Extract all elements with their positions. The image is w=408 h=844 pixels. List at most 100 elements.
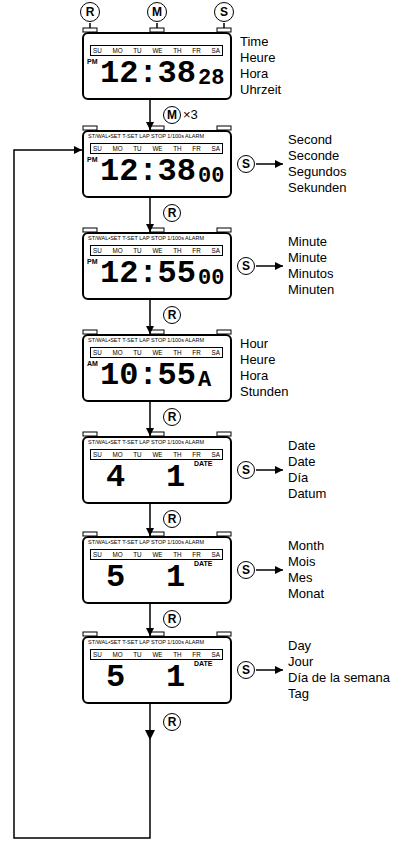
button-letter: R	[168, 613, 177, 625]
set-arrow	[256, 669, 283, 671]
button-letter: R	[168, 716, 177, 728]
lcd-display: ST/WAL•SET T-SET LAP STOP 1/100s ALARM SU…	[82, 232, 232, 300]
button-symbol: S	[237, 661, 255, 679]
display-text: 4	[106, 462, 125, 494]
lcd-display: ST/WAL•SET T-SET LAP STOP 1/100s ALARM SU…	[82, 334, 232, 402]
mode-label: Seconde	[288, 148, 339, 164]
button-symbol: S	[237, 461, 255, 479]
lcd-display: ST/WAL•SET T-SET LAP STOP 1/100s ALARM SU…	[82, 636, 232, 704]
display-text: 12:38	[100, 58, 196, 90]
mode-label: Tag	[288, 686, 309, 702]
set-arrow	[256, 569, 283, 571]
mode-label: Mes	[288, 570, 313, 586]
display-text: ST/WAL•SET T-SET LAP STOP 1/100s ALARM	[88, 235, 204, 242]
display-text: ST/WAL•SET T-SET LAP STOP 1/100s ALARM	[88, 439, 204, 446]
button-symbol: S	[237, 561, 255, 579]
display-text: DATE	[194, 460, 213, 468]
display-text: ST/WAL•SET T-SET LAP STOP 1/100s ALARM	[88, 539, 204, 546]
button-letter: M	[152, 6, 162, 18]
mode-label: Segundos	[288, 164, 347, 180]
mode-label: Monat	[288, 586, 324, 602]
display-text: 10:55	[100, 360, 196, 392]
button-letter: R	[168, 411, 177, 423]
mode-label: Día de la semana	[288, 670, 390, 686]
display-text: SU MO TU WE TH FR SA	[90, 245, 223, 256]
display-text: DATE	[194, 560, 213, 568]
mode-label: Jour	[288, 654, 313, 670]
display-text: 00	[198, 166, 224, 188]
mode-arrow	[149, 300, 151, 334]
display-text: 5	[106, 562, 125, 594]
mode-label: Minute	[288, 250, 327, 266]
display-text: PM	[87, 58, 98, 66]
button-symbol: S	[214, 2, 234, 22]
button-letter: S	[242, 464, 250, 476]
mode-label: Hora	[240, 66, 268, 82]
mode-label: Second	[288, 132, 332, 148]
mode-label: Month	[288, 538, 324, 554]
mode-label: Minute	[288, 234, 327, 250]
lcd-display: ST/WAL•SET T-SET LAP STOP 1/100s ALARM SU…	[82, 436, 232, 504]
mode-arrow	[149, 402, 151, 436]
display-text: SU MO TU WE TH FR SA	[90, 45, 223, 56]
display-text: 12:38	[100, 156, 196, 188]
display-text: PM	[87, 258, 98, 266]
display-text: ST/WAL•SET T-SET LAP STOP 1/100s ALARM	[88, 639, 204, 646]
mode-arrow	[149, 198, 151, 232]
mode-label: Uhrzeit	[240, 82, 281, 98]
display-text: SU MO TU WE TH FR SA	[90, 649, 223, 660]
repeat-count: ×3	[183, 107, 198, 123]
button-symbol: S	[237, 155, 255, 173]
display-text: 12:55	[100, 258, 196, 290]
mode-label: Minuten	[288, 282, 334, 298]
display-text: 1	[166, 562, 185, 594]
display-text: PM	[87, 156, 98, 164]
button-letter: R	[168, 513, 177, 525]
mode-label: Datum	[288, 486, 326, 502]
button-letter: R	[168, 207, 177, 219]
display-text: ST/WAL•SET T-SET LAP STOP 1/100s ALARM	[88, 133, 204, 140]
display-text: DATE	[194, 660, 213, 668]
button-symbol: R	[163, 510, 181, 528]
mode-arrow	[149, 504, 151, 536]
mode-arrow	[149, 604, 151, 636]
mode-label: Día	[288, 470, 308, 486]
button-letter: S	[242, 664, 250, 676]
button-symbol: S	[237, 257, 255, 275]
button-letter: S	[220, 6, 228, 18]
mode-label: Heure	[240, 50, 275, 66]
mode-label: Date	[288, 454, 315, 470]
display-text: A	[198, 370, 211, 392]
button-letter: R	[168, 309, 177, 321]
button-letter: R	[86, 6, 95, 18]
mode-label: Day	[288, 638, 311, 654]
display-text: 28	[198, 68, 224, 90]
display-text: SU MO TU WE TH FR SA	[90, 449, 223, 460]
display-text: SU MO TU WE TH FR SA	[90, 143, 223, 154]
display-text: 1	[166, 662, 185, 694]
button-symbol: R	[163, 610, 181, 628]
display-text: 1	[166, 462, 185, 494]
button-symbol: R	[163, 408, 181, 426]
display-text: SU MO TU WE TH FR SA	[90, 549, 223, 560]
mode-label: Hora	[240, 368, 268, 384]
display-text: SU MO TU WE TH FR SA	[90, 347, 223, 358]
lcd-display: ST/WAL•SET T-SET LAP STOP 1/100s ALARM SU…	[82, 536, 232, 604]
set-arrow	[256, 469, 283, 471]
button-symbol: R	[163, 713, 181, 731]
mode-label: Hour	[240, 336, 268, 352]
button-symbol: M	[147, 2, 167, 22]
display-text: 00	[198, 268, 224, 290]
lcd-display: ST/WAL•SET T-SET LAP STOP 1/100s ALARM SU…	[82, 130, 232, 198]
mode-label: Time	[240, 34, 268, 50]
display-text: ST/WAL•SET T-SET LAP STOP 1/100s ALARM	[88, 337, 204, 344]
button-letter: S	[242, 260, 250, 272]
button-symbol: M	[163, 106, 181, 124]
mode-label: Sekunden	[288, 180, 347, 196]
mode-label: Stunden	[240, 384, 288, 400]
button-letter: S	[242, 564, 250, 576]
mode-label: Heure	[240, 352, 275, 368]
